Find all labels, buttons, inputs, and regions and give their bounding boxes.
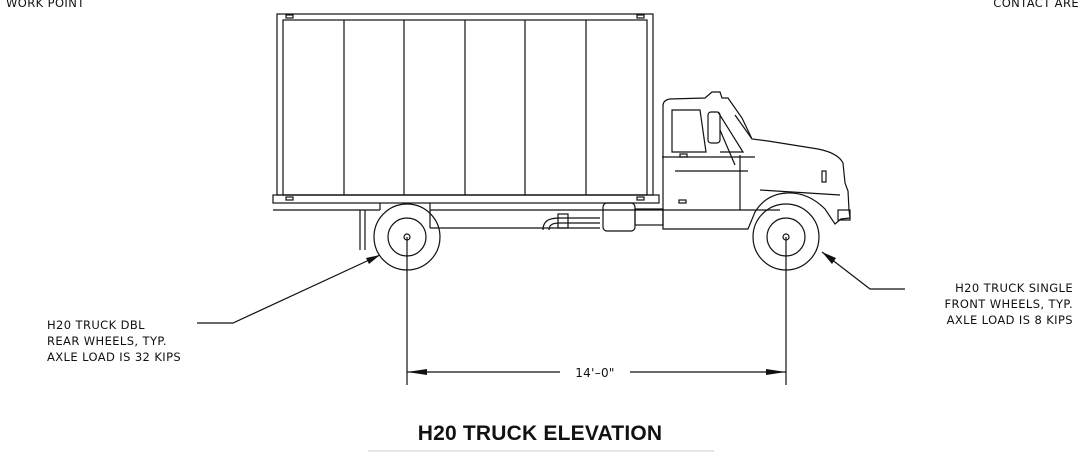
rear-note-line: AXLE LOAD IS 32 KIPS <box>47 350 182 364</box>
rear-note-line: H20 TRUCK DBL <box>47 318 145 332</box>
front-note-line: AXLE LOAD IS 8 KIPS <box>946 313 1073 327</box>
rear-wheel-leader <box>197 254 381 324</box>
rear-wheel-note: H20 TRUCK DBL REAR WHEELS, TYP. AXLE LOA… <box>47 317 181 365</box>
truck-frame <box>272 194 780 250</box>
drawing-title: H20 TRUCK ELEVATION <box>417 422 663 445</box>
cargo-box <box>276 13 654 201</box>
contact-area-label: CONTACT ARE <box>993 0 1079 10</box>
front-note-line: FRONT WHEELS, TYP. <box>944 297 1073 311</box>
front-wheel-leader <box>821 251 905 290</box>
front-note-line: H20 TRUCK SINGLE <box>955 281 1073 295</box>
truck-cab <box>662 91 851 230</box>
rear-note-line: REAR WHEELS, TYP. <box>47 334 167 348</box>
front-wheel-note: H20 TRUCK SINGLE FRONT WHEELS, TYP. AXLE… <box>944 280 1073 328</box>
axle-spacing-dimension: 14'–0" <box>560 366 630 380</box>
work-point-label: WORK POINT <box>6 0 85 10</box>
